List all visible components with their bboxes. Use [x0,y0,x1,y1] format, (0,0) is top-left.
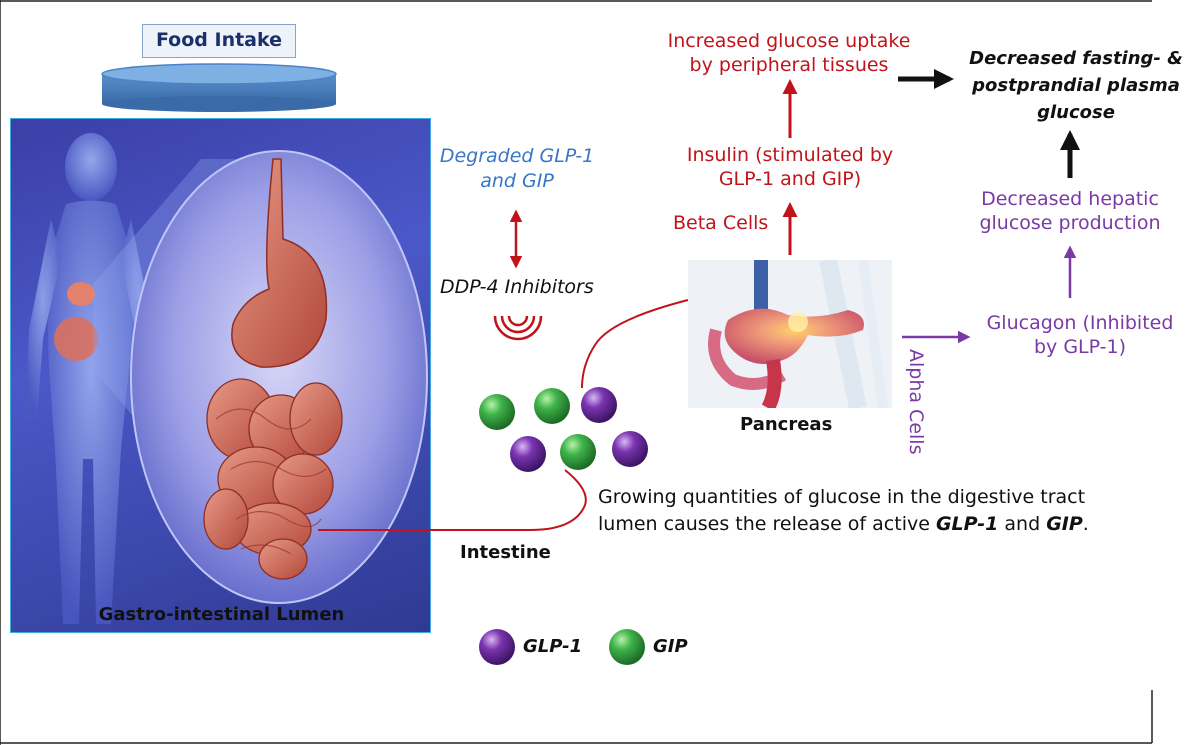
legend-gip-ball [609,629,645,665]
pancreas-illustration [688,260,892,408]
hepatic-label-2: glucose production [979,212,1161,234]
gip-ball [560,434,596,470]
ddp4-label: DDP-4 Inhibitors [440,276,594,298]
gi-anatomy-illustration [25,133,428,624]
glucagon-label-1: Glucagon (Inhibited [986,312,1174,334]
pancreas-label: Pancreas [740,414,833,435]
release-text-2-prefix: lumen causes the release of active [598,513,936,535]
release-gip: GIP [1046,513,1083,535]
outcome-label-2: postprandial plasma [972,75,1180,96]
release-end: . [1082,513,1089,535]
release-text-1: Growing quantities of glucose in the dig… [598,486,1086,508]
intestine-label: Intestine [460,542,551,563]
gi-panel: Gastro-intestinal Lumen [10,118,431,633]
release-glp1: GLP-1 [935,513,999,535]
release-and: and [998,513,1047,535]
insulin-label-1: Insulin (stimulated by [686,144,894,166]
insulin-label-2: GLP-1 and GIP) [718,168,862,190]
legend-glp1-ball [479,629,515,665]
glp1-ball [581,387,617,423]
degraded-label-1: Degraded GLP-1 [439,145,595,167]
glp1-ball [612,431,648,467]
legend-gip-label: GIP [653,636,688,657]
outcome-label-1: Decreased fasting- & [969,48,1183,69]
pancreas-image [688,260,892,408]
top-red-label-2: by peripheral tissues [689,54,889,76]
glp1-ball [510,436,546,472]
intestine-to-balls-line [318,469,587,531]
food-plate [101,63,337,112]
release-text-2: lumen causes the release of active GLP-1… [598,513,1089,535]
legend-glp1-label: GLP-1 [523,636,583,657]
food-intake-label: Food Intake [142,24,296,58]
top-red-label-1: Increased glucose uptake [667,30,911,52]
glucagon-label-2: by GLP-1) [1033,336,1127,358]
degraded-label-2: and GIP [480,170,554,192]
ddp4-inhibitor-symbol [493,315,543,341]
outcome-label-3: glucose [1037,102,1115,123]
pancreas-to-balls-line [581,299,689,389]
hepatic-label-1: Decreased hepatic [981,188,1159,210]
beta-cells-label: Beta Cells [673,212,769,234]
gip-ball [479,394,515,430]
gi-lumen-caption: Gastro-intestinal Lumen [98,604,345,625]
gip-ball [534,388,570,424]
